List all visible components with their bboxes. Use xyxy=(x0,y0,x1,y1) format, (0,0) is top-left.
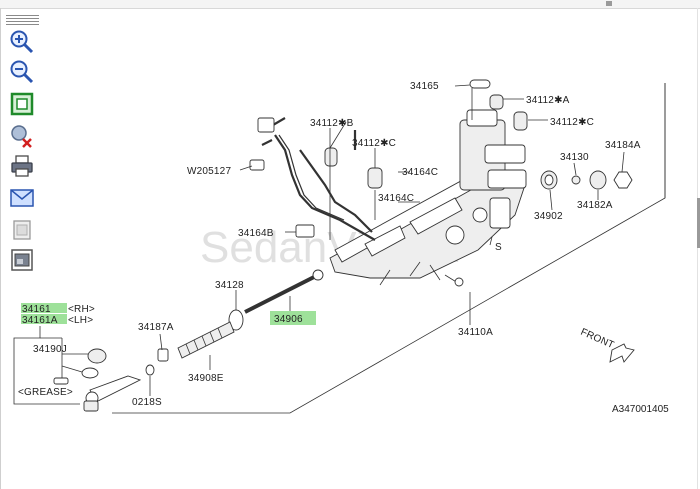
label-34161A-lh: <LH> xyxy=(68,315,93,326)
viewer-toolbar xyxy=(5,13,39,273)
steering-gearbox xyxy=(329,109,527,286)
label-34161-rh: <RH> xyxy=(68,304,95,315)
scroll-indicator[interactable] xyxy=(606,1,612,6)
clear-button[interactable] xyxy=(8,123,36,149)
ball-joint-boot xyxy=(53,348,107,385)
mounting-bolt xyxy=(444,274,464,287)
label-34187A: 34187A xyxy=(138,322,174,333)
thumbnail-icon xyxy=(11,249,33,271)
leader-lines xyxy=(149,84,625,396)
tie-rod-end xyxy=(83,375,142,412)
side-scroll-handle[interactable] xyxy=(697,198,700,248)
label-front: FRONT xyxy=(579,327,616,351)
frame-left-edge xyxy=(0,8,1,489)
zoom-out-icon xyxy=(10,60,34,84)
highlight-34906 xyxy=(270,311,316,325)
diagram-reference-number: A347001405 xyxy=(612,404,669,415)
inner-tie-rod xyxy=(244,269,324,314)
label-34164C-upper: 34164C xyxy=(402,167,438,178)
email-icon xyxy=(10,189,34,207)
label-34165: 34165 xyxy=(410,81,439,92)
label-grease: <GREASE> xyxy=(18,387,73,398)
clear-icon xyxy=(11,125,32,148)
bushings xyxy=(324,79,528,189)
zoom-out-button[interactable] xyxy=(8,59,36,85)
highlight-34161 xyxy=(21,303,67,313)
callout-bracket xyxy=(13,326,80,405)
thumbnail-button[interactable] xyxy=(8,247,36,273)
label-34128: 34128 xyxy=(215,280,244,291)
fit-to-window-button[interactable] xyxy=(8,91,36,117)
page-icon xyxy=(13,220,31,240)
label-34112C-left: 34112✱C xyxy=(352,138,396,149)
label-0218S: 0218S xyxy=(132,397,162,408)
label-S: S xyxy=(495,242,502,253)
boot xyxy=(157,321,235,362)
page-button[interactable] xyxy=(8,217,36,243)
label-34908E: 34908E xyxy=(188,373,224,384)
front-arrow-icon xyxy=(609,343,635,363)
label-34906: 34906 xyxy=(274,314,303,325)
label-34190J: 34190J xyxy=(33,344,67,355)
fluid-pipes xyxy=(249,117,376,241)
label-34164B: 34164B xyxy=(238,228,274,239)
zoom-in-icon xyxy=(10,30,34,54)
label-34110A: 34110A xyxy=(458,327,493,338)
email-button[interactable] xyxy=(8,185,36,211)
label-34112A: 34112✱A xyxy=(526,95,570,106)
label-34164C-lower: 34164C xyxy=(378,193,414,204)
print-button[interactable] xyxy=(8,153,36,179)
print-icon xyxy=(11,155,33,177)
frame-right-edge xyxy=(697,8,698,489)
lock-nut xyxy=(145,364,155,376)
label-34112B: 34112✱B xyxy=(310,118,354,129)
zoom-in-button[interactable] xyxy=(8,29,36,55)
label-34902: 34902 xyxy=(534,211,563,222)
valve-parts xyxy=(540,170,633,190)
label-34130: 34130 xyxy=(560,152,589,163)
highlight-34161A xyxy=(21,314,67,324)
label-34161: 34161 xyxy=(22,304,51,315)
label-34112C-right: 34112✱C xyxy=(550,117,594,128)
fit-to-window-icon xyxy=(10,92,34,116)
window-top-bar xyxy=(0,0,700,9)
label-34161A: 34161A xyxy=(22,315,58,326)
toolbar-grip[interactable] xyxy=(6,15,39,25)
label-34184A: 34184A xyxy=(605,140,641,151)
label-34182A: 34182A xyxy=(577,200,613,211)
label-W205127: W205127 xyxy=(187,166,231,177)
